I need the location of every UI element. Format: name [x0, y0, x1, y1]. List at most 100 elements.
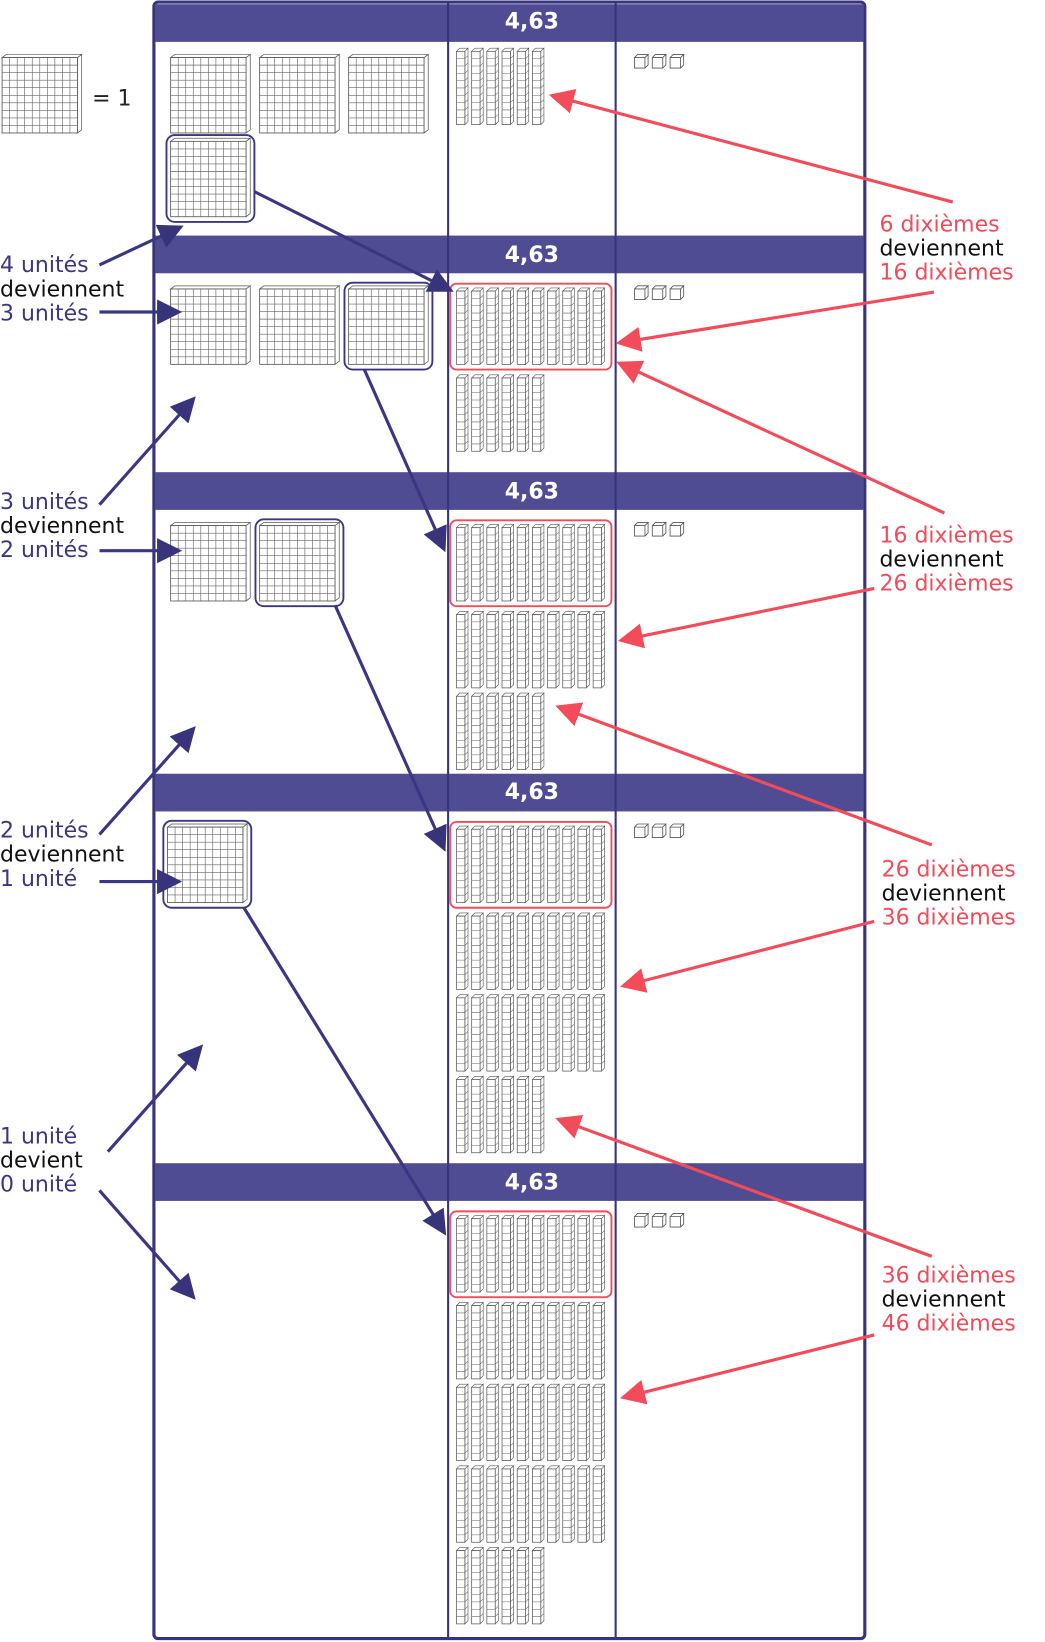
- tenth-rod: [531, 1075, 545, 1154]
- rod-segments: [502, 1309, 514, 1372]
- flat-grid: [170, 288, 247, 365]
- hundredth-cube: [651, 823, 667, 839]
- tenth-rod: [470, 610, 484, 689]
- tenth-rod: [562, 287, 576, 366]
- right-annotation-2-to: 26 dixièmes: [879, 570, 1014, 596]
- tenth-rod: [516, 1214, 530, 1293]
- hundredth-cube: [651, 285, 667, 300]
- rod-segments: [456, 920, 469, 983]
- red-arrow: [620, 1333, 875, 1405]
- tenth-rod: [501, 1465, 515, 1543]
- tenth-rod: [562, 610, 576, 689]
- tenth-rod: [531, 287, 545, 366]
- rod-segments: [532, 1001, 545, 1065]
- hundredth-cube: [669, 285, 685, 300]
- rod-segments: [486, 295, 499, 358]
- hundredth-cube: [669, 54, 685, 69]
- tenth-rod: [455, 1075, 469, 1154]
- tenth-rod: [455, 1546, 469, 1625]
- tenth-rod: [592, 1301, 606, 1380]
- tenth-rod: [470, 1465, 484, 1543]
- tenth-rod: [546, 523, 560, 602]
- hundredth-cube: [634, 823, 650, 839]
- rod-segments: [593, 1001, 605, 1065]
- left-annotation-4-from: 1 unité: [0, 1123, 78, 1149]
- rod-segments: [577, 1309, 590, 1372]
- unit-flat: [169, 521, 252, 602]
- red-arrow: [617, 586, 875, 649]
- left-annotation-1-from: 4 unités: [0, 252, 89, 278]
- red-arrow: [620, 919, 875, 993]
- rod-segments: [502, 295, 514, 358]
- rod-segments: [517, 381, 529, 445]
- hundredth-cube: [634, 54, 650, 69]
- rod-segments: [562, 1309, 575, 1372]
- unit-flat: [169, 285, 252, 366]
- rod-segments: [593, 295, 605, 358]
- cube-shape: [651, 522, 667, 537]
- row-3-header-band: [154, 472, 864, 510]
- flat-grid: [170, 57, 247, 133]
- left-annotation-2-to: 2 unités: [0, 537, 89, 563]
- rod-segments: [517, 531, 529, 594]
- tenth-rod: [501, 1383, 515, 1462]
- rod-segments: [471, 1222, 484, 1285]
- rod-segments: [532, 1309, 545, 1372]
- tenth-rod: [546, 287, 560, 366]
- rod-segments: [577, 1222, 590, 1285]
- rod-segments: [517, 833, 529, 896]
- rod-segments: [502, 618, 514, 681]
- rod-segments: [502, 1472, 514, 1536]
- rod-segments: [577, 833, 590, 896]
- tenth-rod: [546, 610, 560, 689]
- rod-segments: [532, 55, 545, 118]
- tenth-rod: [486, 825, 500, 904]
- flat-grid: [170, 141, 247, 217]
- tenth-rod: [470, 523, 484, 602]
- unit-flat: [169, 137, 252, 218]
- rod-segments: [456, 1083, 469, 1146]
- red-arrow: [616, 360, 946, 515]
- tenth-rod: [592, 610, 606, 689]
- tenth-rod: [577, 1301, 591, 1380]
- purple-arrow: [98, 396, 196, 506]
- rod-segments: [562, 531, 575, 594]
- left-annotation-1-to: 3 unités: [0, 300, 89, 326]
- tenth-rod: [455, 374, 469, 453]
- tenth-rod: [531, 692, 545, 771]
- tenth-rod: [562, 523, 576, 602]
- tenth-rod: [486, 912, 500, 991]
- red-arrow: [555, 1114, 933, 1258]
- row-2-header-band: [154, 235, 864, 274]
- rod-segments: [502, 1554, 514, 1617]
- cube-shape: [634, 54, 650, 69]
- rod-segments: [471, 1309, 484, 1372]
- right-annotation-4-to: 46 dixièmes: [881, 1310, 1016, 1336]
- tenth-rod: [455, 1301, 469, 1380]
- rod-segments: [456, 1309, 469, 1372]
- tenth-rod: [531, 523, 545, 602]
- rod-segments: [577, 531, 590, 594]
- flat-grid: [259, 288, 336, 365]
- flat-grid: [259, 525, 336, 601]
- rod-segments: [486, 531, 499, 594]
- rod-segments: [577, 1001, 590, 1065]
- flat-grid: [2, 57, 78, 133]
- tenth-rod: [486, 993, 500, 1072]
- rod-segments: [471, 381, 484, 445]
- tenth-rod: [562, 1301, 576, 1380]
- cube-shape: [634, 285, 650, 300]
- rod-segments: [593, 1309, 605, 1372]
- rod-segments: [456, 1391, 469, 1454]
- cube-shape: [634, 522, 650, 537]
- highlighted-tenths-box: [449, 519, 613, 608]
- right-annotation-2-from: 16 dixièmes: [879, 522, 1014, 548]
- rod-segments: [547, 1472, 560, 1536]
- cube-shape: [669, 54, 685, 69]
- rod-segments: [593, 1222, 605, 1285]
- right-annotation-2-verb: deviennent: [879, 546, 1004, 572]
- tenth-rod: [470, 374, 484, 453]
- tenth-rod: [577, 287, 591, 366]
- rod-segments: [547, 1309, 560, 1372]
